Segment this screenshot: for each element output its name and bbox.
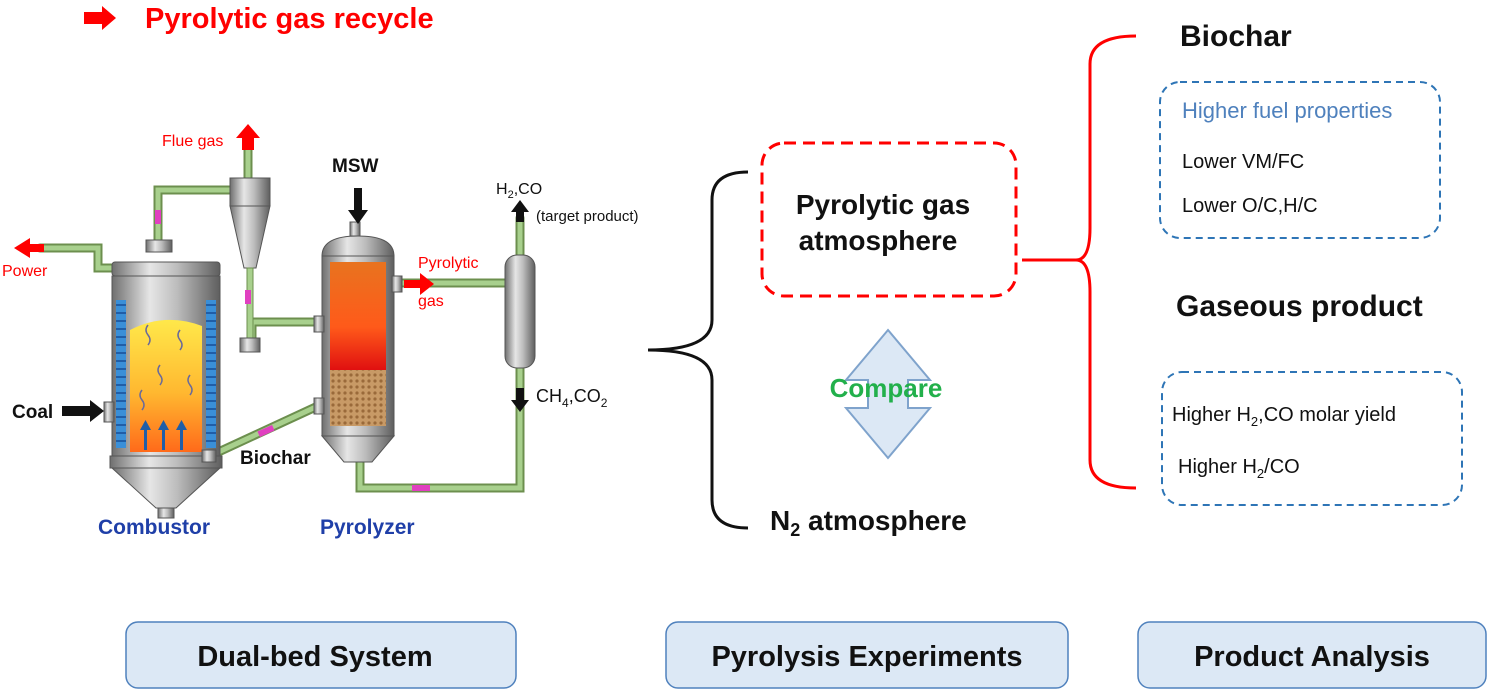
power-label: Power <box>2 263 48 280</box>
flue-gas-label: Flue gas <box>162 133 223 150</box>
power-arrow-icon <box>14 238 44 258</box>
flue-gas-arrow-icon <box>236 124 260 150</box>
gaseous-product-box <box>1161 371 1463 506</box>
biochar-box <box>1159 81 1441 239</box>
biochar-item-2: Lower VM/FC <box>1182 151 1304 173</box>
pyrolysis-experiments-label: Pyrolysis Experiments <box>711 641 1022 673</box>
msw-label: MSW <box>332 156 379 177</box>
pyrolytic-atmosphere-line1: Pyrolytic gas <box>796 189 970 220</box>
compare-double-arrow-icon <box>843 328 933 460</box>
biochar-label: Biochar <box>240 448 311 469</box>
pyrolyzer-label: Pyrolyzer <box>320 516 415 539</box>
dual-bed-illustration: Flue gas Power MSW H2,CO (target product… <box>2 124 639 539</box>
msw-arrow-icon <box>348 188 368 224</box>
experiments-brace <box>647 170 749 530</box>
pyrolytic-gas-label-line2: gas <box>418 293 444 310</box>
dual-bed-system-box <box>125 621 517 689</box>
pyrolytic-atmosphere-line2: atmosphere <box>799 225 958 256</box>
analysis-brace <box>1075 34 1137 490</box>
recycle-arrow-icon <box>84 6 116 30</box>
combustor-label: Combustor <box>98 516 210 539</box>
coal-label: Coal <box>12 402 53 423</box>
pyrolysis-experiments-box <box>665 621 1069 689</box>
pyrolytic-gas-label-line1: Pyrolytic <box>418 255 478 272</box>
pyrolytic-gas-arrow-icon <box>404 273 434 295</box>
target-product-label: (target product) <box>536 208 639 225</box>
ch4-co2-label: CH4,CO2 <box>536 386 608 410</box>
coal-arrow-icon <box>62 400 104 422</box>
recycle-title: Pyrolytic gas recycle <box>145 3 434 35</box>
dual-bed-system-label: Dual-bed System <box>197 641 432 673</box>
h2co-arrow-icon <box>511 200 529 222</box>
gas-item-2: Higher H2/CO <box>1178 456 1300 481</box>
product-analysis-box <box>1137 621 1487 689</box>
n2-atmosphere-label: N2 atmosphere <box>770 505 967 540</box>
product-analysis-label: Product Analysis <box>1194 641 1430 673</box>
pyrolytic-atmosphere-box <box>760 141 1018 298</box>
gas-item-1: Higher H2,CO molar yield <box>1172 404 1396 429</box>
gaseous-product-title: Gaseous product <box>1176 290 1423 323</box>
biochar-title: Biochar <box>1180 20 1292 53</box>
biochar-item-3: Lower O/C,H/C <box>1182 195 1318 217</box>
biochar-item-1: Higher fuel properties <box>1182 98 1392 123</box>
h2co-label: H2,CO <box>496 181 542 201</box>
ch4-arrow-icon <box>511 388 529 412</box>
compare-label: Compare <box>830 373 943 403</box>
